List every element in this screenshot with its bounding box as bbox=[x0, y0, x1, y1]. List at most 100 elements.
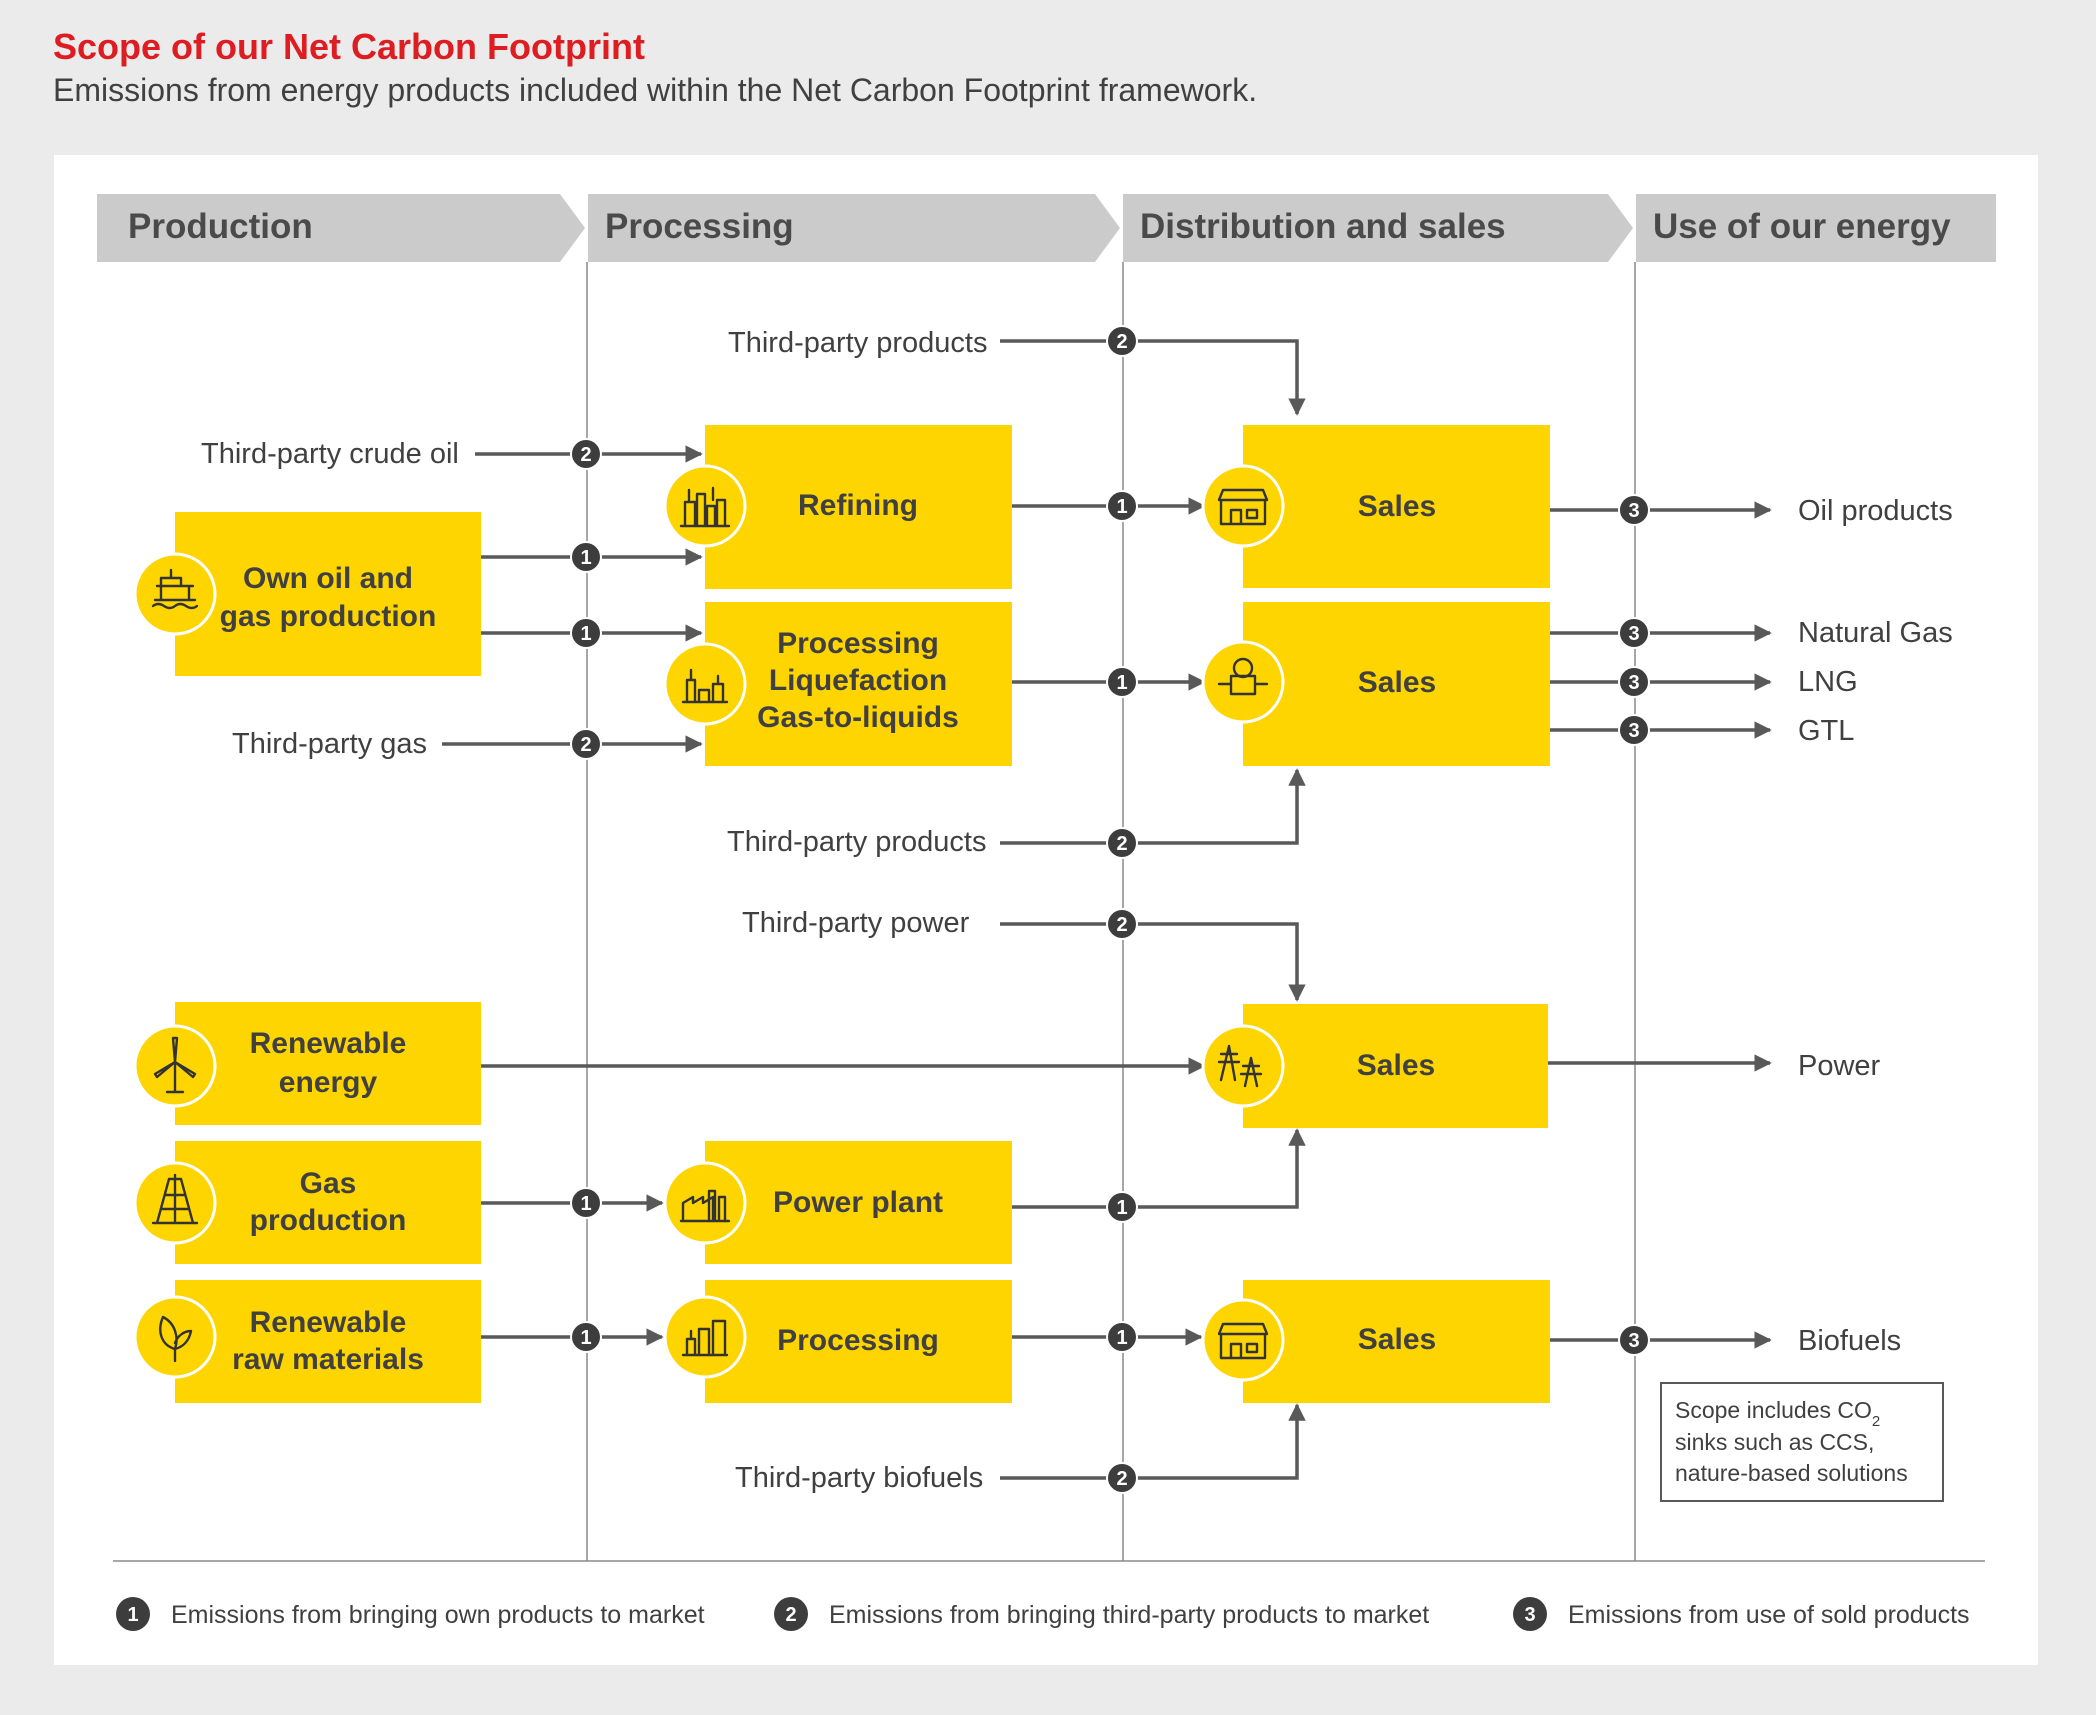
stage-label: Use of our energy bbox=[1653, 207, 1951, 246]
badge-scope-2: 2 bbox=[1106, 325, 1138, 357]
badge-scope-2: 2 bbox=[1106, 827, 1138, 859]
box-renewable-raw-materials: Renewable raw materials bbox=[175, 1280, 481, 1403]
svg-text:1: 1 bbox=[1116, 496, 1127, 518]
box-label-line: Renewable bbox=[250, 1027, 407, 1060]
legend-text: Emissions from bringing third-party prod… bbox=[829, 1601, 1429, 1629]
box-label-line: Renewable bbox=[250, 1306, 407, 1339]
stage-label: Processing bbox=[605, 207, 794, 246]
svg-text:3: 3 bbox=[1628, 672, 1639, 694]
legend-text: Emissions from use of sold products bbox=[1568, 1601, 1970, 1629]
stage-processing: Processing bbox=[588, 194, 1120, 262]
factory-icon bbox=[663, 1295, 747, 1379]
input-label-third-party-crude-oil: Third-party crude oil bbox=[201, 438, 459, 470]
svg-text:3: 3 bbox=[1628, 1330, 1639, 1352]
box-refining: Refining bbox=[705, 425, 1012, 589]
refinery-icon bbox=[663, 464, 747, 548]
stage-label: Production bbox=[128, 207, 313, 246]
box-label-line: production bbox=[250, 1204, 407, 1237]
legend-number: 2 bbox=[785, 1604, 796, 1626]
box-label: Refining bbox=[798, 489, 918, 522]
input-label-third-party-products: Third-party products bbox=[728, 327, 988, 359]
note-line: sinks such as CCS, bbox=[1675, 1429, 1874, 1455]
badge-scope-1: 1 bbox=[570, 617, 602, 649]
legend-number: 1 bbox=[127, 1604, 138, 1626]
page-subtitle: Emissions from energy products included … bbox=[53, 72, 1258, 108]
box-sales-gas: Sales bbox=[1243, 602, 1550, 766]
svg-text:2: 2 bbox=[1116, 833, 1127, 855]
badge-scope-1: 1 bbox=[1106, 1321, 1138, 1353]
box-label: Sales bbox=[1358, 1323, 1436, 1356]
stage-label: Distribution and sales bbox=[1140, 207, 1506, 246]
flow-arrow bbox=[1000, 768, 1306, 845]
output-label-natural-gas: Natural Gas bbox=[1798, 617, 1953, 649]
note-line: nature-based solutions bbox=[1675, 1460, 1908, 1486]
badge-scope-1: 1 bbox=[570, 1321, 602, 1353]
input-label-third-party-power: Third-party power bbox=[742, 907, 970, 939]
box-sales-oil: Sales bbox=[1243, 425, 1550, 588]
svg-text:1: 1 bbox=[580, 1193, 591, 1215]
box-label-line: gas production bbox=[220, 600, 437, 633]
box-processing-liquefaction-gtl: Processing Liquefaction Gas-to-liquids bbox=[705, 602, 1012, 766]
badge-scope-3: 3 bbox=[1618, 1324, 1650, 1356]
processing-plant-icon bbox=[663, 642, 747, 726]
box-label-line: Processing bbox=[777, 627, 939, 660]
svg-text:2: 2 bbox=[1116, 1468, 1127, 1490]
box-label-line: Own oil and bbox=[243, 562, 413, 595]
gas-valve-icon bbox=[1201, 640, 1285, 724]
badge-scope-3: 3 bbox=[1618, 617, 1650, 649]
svg-text:2: 2 bbox=[1116, 331, 1127, 353]
box-renewable-energy: Renewable energy bbox=[175, 1002, 481, 1125]
stage-distribution-sales: Distribution and sales bbox=[1123, 194, 1633, 262]
box-label-line: energy bbox=[279, 1066, 378, 1099]
flow-arrow bbox=[1000, 339, 1306, 416]
box-label: Processing bbox=[777, 1324, 939, 1357]
box-gas-production: Gas production bbox=[175, 1141, 481, 1264]
badge-scope-1: 1 bbox=[1106, 1191, 1138, 1223]
page-title: Scope of our Net Carbon Footprint bbox=[53, 26, 645, 67]
power-plant-icon bbox=[663, 1161, 747, 1245]
svg-text:1: 1 bbox=[1116, 1197, 1127, 1219]
svg-text:2: 2 bbox=[1116, 914, 1127, 936]
note-line: Scope includes CO2 bbox=[1675, 1397, 1880, 1430]
box-label: Sales bbox=[1357, 1049, 1435, 1082]
legend-text: Emissions from bringing own products to … bbox=[171, 1601, 705, 1629]
flow-lines bbox=[442, 339, 1772, 1480]
legend-item-3: 3 Emissions from use of sold products bbox=[1513, 1597, 1970, 1631]
input-label-third-party-biofuels: Third-party biofuels bbox=[735, 1462, 983, 1494]
svg-text:1: 1 bbox=[1116, 672, 1127, 694]
svg-text:3: 3 bbox=[1628, 623, 1639, 645]
badge-scope-2: 2 bbox=[1106, 908, 1138, 940]
box-sales-power: Sales bbox=[1243, 1004, 1548, 1128]
badge-scope-2: 2 bbox=[1106, 1462, 1138, 1494]
box-label-line: Gas-to-liquids bbox=[757, 701, 959, 734]
badge-scope-2: 2 bbox=[570, 438, 602, 470]
svg-text:1: 1 bbox=[580, 547, 591, 569]
legend-number: 3 bbox=[1524, 1604, 1535, 1626]
svg-text:2: 2 bbox=[580, 734, 591, 756]
svg-text:2: 2 bbox=[580, 444, 591, 466]
input-label-third-party-products: Third-party products bbox=[727, 826, 987, 858]
wind-turbine-icon bbox=[133, 1024, 217, 1108]
svg-text:3: 3 bbox=[1628, 500, 1639, 522]
legend-item-2: 2 Emissions from bringing third-party pr… bbox=[774, 1597, 1429, 1631]
scope-note: Scope includes CO2 sinks such as CCS, na… bbox=[1660, 1382, 1944, 1502]
box-label: Sales bbox=[1358, 490, 1436, 523]
shop-icon bbox=[1201, 1298, 1285, 1382]
output-label-gtl: GTL bbox=[1798, 715, 1854, 747]
pylon-icon bbox=[1201, 1024, 1285, 1108]
output-label-power: Power bbox=[1798, 1050, 1881, 1082]
legend-item-1: 1 Emissions from bringing own products t… bbox=[116, 1597, 705, 1631]
flow-arrow bbox=[1000, 1403, 1306, 1480]
box-label: Sales bbox=[1358, 666, 1436, 699]
output-label-biofuels: Biofuels bbox=[1798, 1325, 1901, 1357]
badge-scope-3: 3 bbox=[1618, 714, 1650, 746]
badge-scope-1: 1 bbox=[570, 541, 602, 573]
box-own-oil-gas-production: Own oil and gas production bbox=[175, 512, 481, 676]
box-processing-biofuels: Processing bbox=[705, 1280, 1012, 1403]
box-label-line: Gas bbox=[300, 1167, 357, 1200]
output-label-lng: LNG bbox=[1798, 666, 1858, 698]
badge-scope-2: 2 bbox=[570, 728, 602, 760]
badge-scope-1: 1 bbox=[570, 1187, 602, 1219]
svg-text:1: 1 bbox=[1116, 1327, 1127, 1349]
